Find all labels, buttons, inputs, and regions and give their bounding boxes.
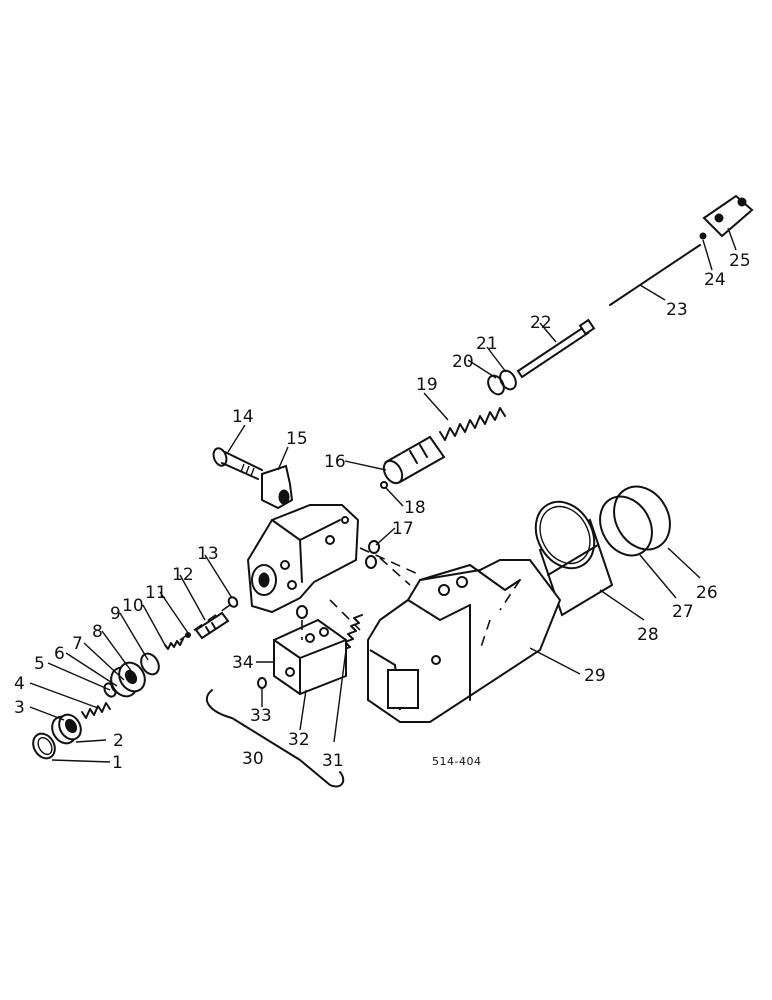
callout-15: 15 xyxy=(286,429,308,449)
part-26-27-piston-rings xyxy=(599,485,671,557)
assembly-dashed-lines xyxy=(179,547,421,641)
callout-21: 21 xyxy=(476,334,498,354)
part-12-spool xyxy=(194,611,230,640)
callout-8: 8 xyxy=(92,622,103,642)
part-16-spool xyxy=(382,435,446,485)
part-16-valve-body xyxy=(246,504,360,614)
callout-17: 17 xyxy=(392,519,414,539)
callout-16: 16 xyxy=(324,452,346,472)
callout-14: 14 xyxy=(232,407,254,427)
part-19-spring xyxy=(439,407,506,441)
callout-6: 6 xyxy=(54,644,65,664)
callout-31: 31 xyxy=(322,751,344,771)
part-15-lever xyxy=(261,464,294,510)
callout-12: 12 xyxy=(172,565,194,585)
part-1-snap-ring xyxy=(32,732,56,760)
part-7-8-cap xyxy=(110,661,146,698)
callout-10: 10 xyxy=(122,596,144,616)
callout-25: 25 xyxy=(729,251,751,271)
callout-23: 23 xyxy=(666,300,688,320)
callout-22: 22 xyxy=(530,313,552,333)
part-22-rod xyxy=(516,318,596,379)
part-32-manifold-block xyxy=(273,618,347,696)
callout-1: 1 xyxy=(112,753,123,773)
part-20-21-washers xyxy=(487,369,517,396)
part-24-pin xyxy=(699,232,707,240)
callout-28: 28 xyxy=(637,625,659,645)
leader-lines xyxy=(29,227,737,763)
part-14-bolt xyxy=(212,447,263,480)
callout-13: 13 xyxy=(197,544,219,564)
callout-34: 34 xyxy=(232,653,254,673)
callout-2: 2 xyxy=(113,731,124,751)
part-23-rod xyxy=(609,244,701,306)
part-4-spring xyxy=(81,702,111,719)
callout-labels: 1 2 3 4 5 6 7 8 9 10 11 12 13 14 15 16 1… xyxy=(14,251,751,773)
callout-7: 7 xyxy=(72,634,83,654)
callout-27: 27 xyxy=(672,602,694,622)
callout-11: 11 xyxy=(145,583,167,603)
reference-code: 514-404 xyxy=(432,755,481,768)
part-33-o-ring xyxy=(257,677,267,689)
callout-4: 4 xyxy=(14,674,25,694)
part-31-spring xyxy=(341,614,363,651)
part-34-o-ring xyxy=(296,605,308,619)
callout-3: 3 xyxy=(14,698,25,718)
part-28-piston xyxy=(534,500,614,617)
part-29-cylinder-housing xyxy=(367,559,562,723)
callout-30: 30 xyxy=(242,749,264,769)
callout-26: 26 xyxy=(696,583,718,603)
callout-29: 29 xyxy=(584,666,606,686)
group-30-bracket xyxy=(205,689,345,788)
callout-33: 33 xyxy=(250,706,272,726)
part-13-o-ring xyxy=(227,596,239,608)
callout-5: 5 xyxy=(34,654,45,674)
callout-9: 9 xyxy=(110,604,121,624)
part-18-ball xyxy=(380,481,388,489)
part-25-clevis xyxy=(702,194,754,238)
callout-20: 20 xyxy=(452,352,474,372)
callout-32: 32 xyxy=(288,730,310,750)
part-10-spring xyxy=(164,638,184,650)
callout-24: 24 xyxy=(704,270,726,290)
callout-19: 19 xyxy=(416,375,438,395)
part-17-o-rings xyxy=(365,540,380,569)
callout-18: 18 xyxy=(404,498,426,518)
